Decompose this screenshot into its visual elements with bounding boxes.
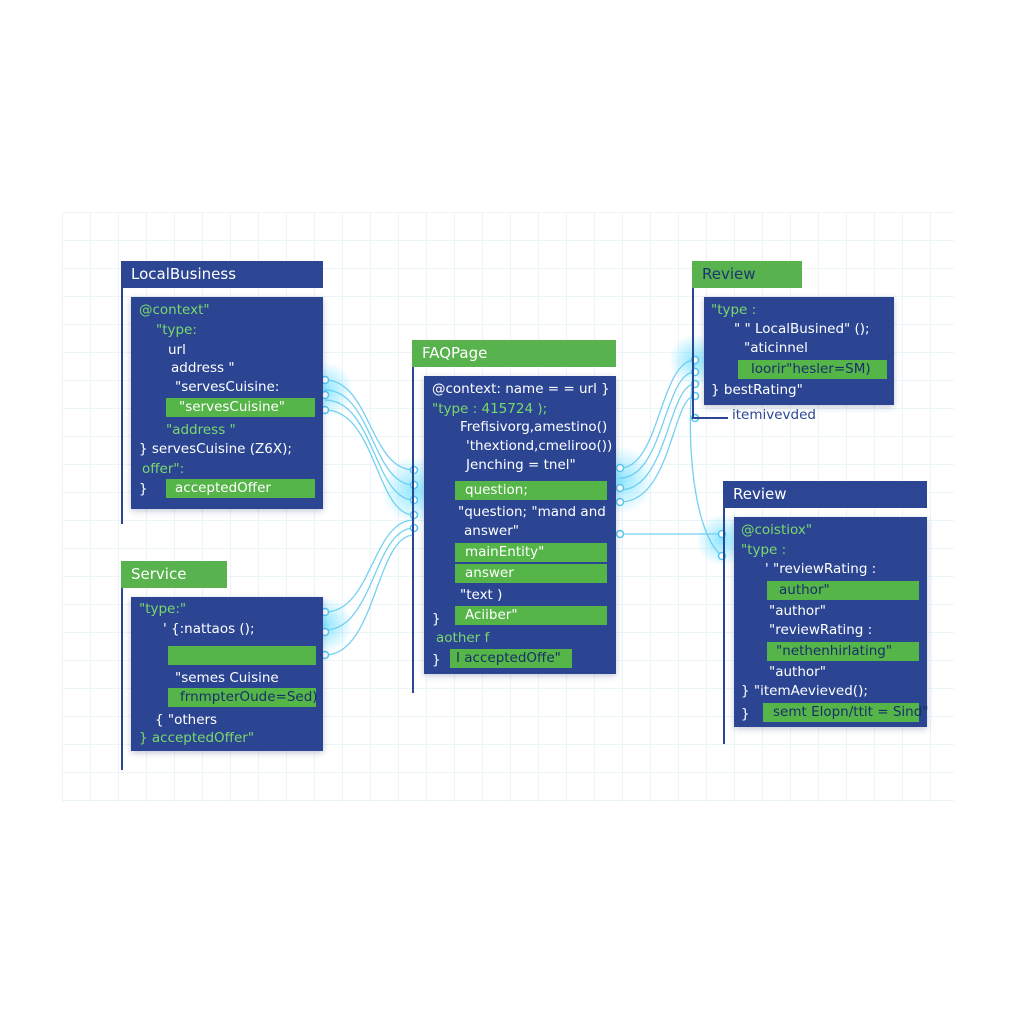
- connector-line: [619, 371, 696, 479]
- code-line: { "others: [155, 712, 218, 728]
- code-highlight: [168, 688, 316, 707]
- connector-line: [324, 399, 415, 501]
- highlight-text: question;: [465, 482, 528, 498]
- highlight-text: loorir"hesler=SM): [751, 361, 871, 377]
- code-line: " " LocalBusined" ();: [734, 321, 870, 337]
- code-line: @context": [139, 302, 210, 318]
- connector-line: [324, 527, 415, 631]
- node-title-faq-page: FAQPage: [412, 340, 616, 367]
- connector-line: [324, 519, 415, 613]
- code-line: ' "reviewRating :: [765, 561, 877, 577]
- node-title-local-business: LocalBusiness: [121, 261, 323, 288]
- highlight-text: "nethenhirlating": [776, 643, 893, 659]
- code-line: "type:: [156, 322, 197, 338]
- highlight-text: frnmpterOude=Sed): [180, 689, 318, 705]
- port-dot: [615, 497, 625, 507]
- code-line: } acceptedOffer": [139, 730, 255, 746]
- node-footer-label: itemivevded: [732, 407, 816, 423]
- code-line: "reviewRating :: [769, 622, 873, 638]
- code-line: answer": [464, 523, 519, 539]
- highlight-text: "servesCuisine": [179, 399, 286, 415]
- code-line: "servesCuisine:: [175, 379, 280, 395]
- node-card: [704, 297, 894, 405]
- code-line: }: [432, 652, 441, 668]
- code-line: }: [741, 706, 750, 722]
- code-highlight: [738, 360, 887, 379]
- node-accent-bar: [121, 588, 123, 770]
- connector-line: [324, 534, 415, 656]
- connector-line: [324, 409, 415, 516]
- highlight-text: author": [779, 582, 830, 598]
- code-line: "text ): [460, 587, 503, 603]
- highlight-text: mainEntity": [465, 544, 545, 560]
- connector-line: [324, 379, 415, 471]
- highlight-text: answer: [465, 565, 514, 581]
- code-line: "type :: [741, 542, 787, 558]
- port-dot: [615, 483, 625, 493]
- node-card: [131, 597, 323, 751]
- code-line: "semes Cuisine: [175, 670, 279, 686]
- code-line: Frefisivorg,amestino(): [460, 419, 608, 435]
- highlight-text: Aciiber": [465, 607, 518, 623]
- node-title-review: Review: [692, 261, 802, 288]
- connector-line: [324, 389, 415, 486]
- code-highlight: [455, 564, 607, 583]
- code-line: } "itemAevieved();: [741, 683, 868, 699]
- node-card: [734, 517, 927, 727]
- code-line: ' {:nattaos ();: [163, 621, 255, 637]
- code-line: Jenching = tnel": [466, 457, 576, 473]
- connector-line: [619, 359, 696, 469]
- code-line: "author": [769, 664, 826, 680]
- code-highlight: [767, 642, 919, 661]
- code-line: "type :: [711, 302, 757, 318]
- node-title-service: Service: [121, 561, 227, 588]
- code-highlight: [763, 703, 919, 722]
- code-highlight: [166, 479, 315, 498]
- node-accent-bar: [121, 288, 123, 524]
- code-line: "type : 415724 );: [432, 401, 548, 417]
- code-highlight: [767, 581, 919, 600]
- code-line: @context: name = = url }: [432, 381, 610, 397]
- connector-line: [619, 395, 696, 503]
- code-line: } bestRating": [711, 382, 803, 398]
- port-dot: [615, 529, 625, 539]
- code-line: offer":: [142, 461, 185, 477]
- port-dot: [615, 463, 625, 473]
- code-highlight: [168, 646, 316, 665]
- code-line: @coistiox": [741, 522, 813, 538]
- code-line: }: [139, 481, 148, 497]
- node-accent-bar: [723, 508, 725, 744]
- code-line: address ": [171, 360, 235, 376]
- code-highlight: [450, 649, 572, 668]
- node-title-review: Review: [723, 481, 927, 508]
- code-line: "author": [769, 603, 826, 619]
- code-highlight: [455, 543, 607, 562]
- code-line: url: [168, 342, 186, 358]
- code-line: "question; "mand and: [458, 504, 606, 520]
- highlight-text: semt Elopn/ttit = Sind": [773, 704, 929, 720]
- code-line: } servesCuisine (Z6X);: [139, 441, 292, 457]
- code-highlight: [166, 398, 315, 417]
- code-line: "address ": [166, 422, 236, 438]
- connector-line: [619, 383, 696, 491]
- code-line: "type:": [139, 601, 187, 617]
- code-highlight: [455, 481, 607, 500]
- node-accent-bar: [692, 417, 728, 419]
- code-line: "aticinnel: [744, 340, 808, 356]
- highlight-text: I acceptedOffe": [456, 650, 561, 666]
- node-accent-bar: [692, 288, 694, 418]
- code-line: aother f: [436, 630, 490, 646]
- highlight-text: acceptedOffer: [175, 480, 271, 496]
- node-accent-bar: [412, 367, 414, 693]
- code-line: 'thextiond,cmeliroo()): [466, 438, 613, 454]
- code-line: }: [432, 611, 441, 627]
- code-highlight: [455, 606, 607, 625]
